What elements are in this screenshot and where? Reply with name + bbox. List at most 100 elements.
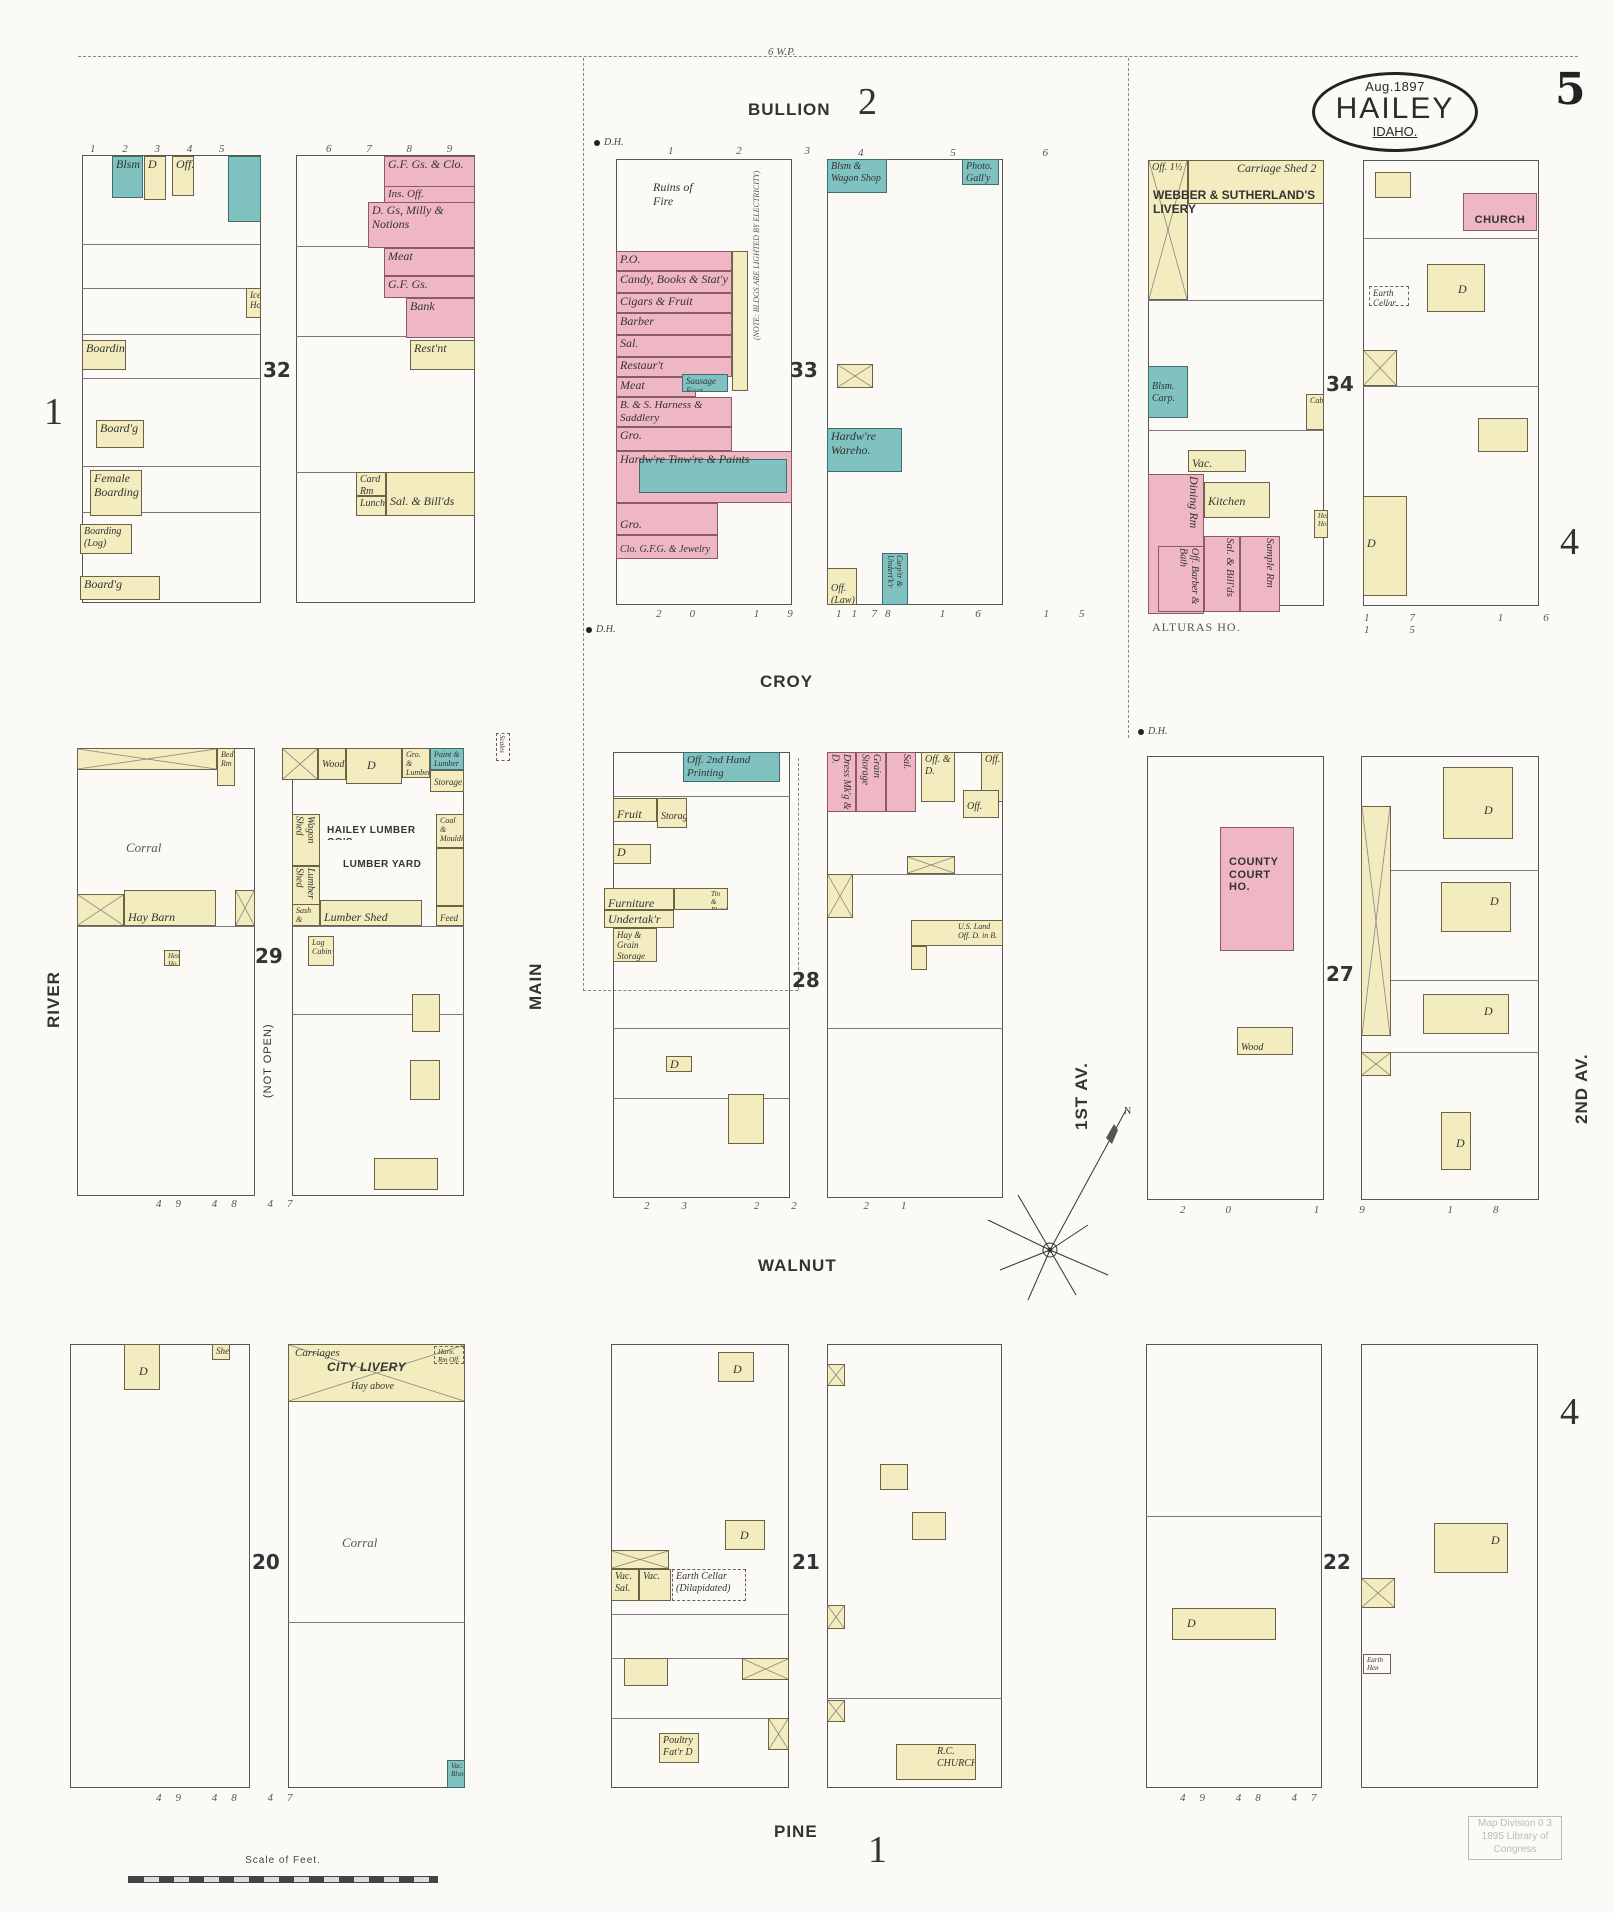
dh-marker-3: D.H. [1138,726,1167,737]
lot-numbers-block20-bottom: 49 48 47 [156,1792,307,1804]
building-insurance-office: Ins. Off. [384,186,475,204]
scale-of-feet: Scale of Feet. [128,1855,438,1883]
building-dwelling-21d [880,1464,908,1490]
sheet-ref-left: 1 [44,391,63,433]
sheet-ref-bottom: 1 [868,1829,887,1871]
building-grain-storage: Grain Storage [856,752,886,812]
lot-numbers-block32-top: 1 2 3 4 5 [90,143,237,155]
building-dwelling-21a: D [718,1352,754,1382]
lot-line [77,926,255,927]
lot-line [1148,300,1324,301]
building-gf-groceries: G.F. Gs. [384,276,475,298]
lot-numbers-block29-bottom: 49 48 47 [156,1198,307,1210]
building-dwelling-27a: D [1443,767,1513,839]
building-shed-20: Shed [212,1344,230,1360]
building-dwelling-lot4 [1375,172,1411,198]
lot-numbers-block33-top: 1 2 3 [668,145,840,157]
building-hay-barn: Hay Barn [124,890,216,926]
building-blacksmith: Blsm [112,156,143,198]
lot-numbers-block33-bottom: 20 19 18 [656,608,919,620]
fire-limit-line-1st-av [1128,58,1129,738]
court-house-label: COUNTY COURT HO. [1229,856,1279,894]
building-shed-21e [827,1605,845,1629]
building-vacant: Vac. [639,1569,671,1601]
block-32-east [296,155,475,603]
building-shed-27 [1361,1052,1391,1076]
building-office-2: Off. [963,790,999,818]
block-20-east [288,1344,465,1788]
block-22-east [1361,1344,1538,1788]
scales: Scales [496,733,510,761]
earth-hen-house: Earth Hen Ho. [1363,1654,1391,1674]
state-name: IDAHO. [1372,124,1418,139]
building-hen-house: Hen Ho. [1314,510,1328,538]
fire-limit-line-main [583,58,584,991]
building-sample-room: Sample Rm [1240,536,1280,612]
lot-line [613,796,790,797]
building-dwelling-lot5: D [346,748,402,784]
block-33-east [827,159,1003,605]
lot-line [292,1014,464,1015]
building-shed-lot68 [235,890,255,926]
building-saloon: Sal. [616,335,732,357]
lot-numbers-block22-bottom: 49 48 47 [1180,1792,1331,1804]
building-vacant: Vac. [1188,450,1246,472]
building-candy-books: Candy, Books & Stat'y [616,271,732,293]
building-bed-room: Bed Rm [217,748,235,786]
lot-numbers-block27-bottom: 20 19 18 [1180,1204,1539,1216]
title-cartouche: Aug.1897 HAILEY IDAHO. [1312,72,1478,152]
building-female-boarding: Female Boarding [90,470,142,516]
building-dwelling-27b: D [1441,882,1511,932]
corral-label: Corral [126,840,162,855]
building-paint-lumber-off: Paint & Lumber Off. [430,748,464,770]
building-dwelling-28: D [613,844,651,864]
building-bank: Bank [406,298,475,338]
building-tin-plumb-shop: Tin & Plumb'r Shop [674,888,728,910]
building-cabin: Cabin [1306,394,1324,430]
building-hardware-warehouse: Hardw're Wareho. [827,428,902,472]
building-sash-doors: Sash & Doors [292,904,320,926]
building-shed-21c [768,1718,789,1750]
building-hand-printing [228,156,261,222]
block-number-29: 29 [255,944,283,968]
lot-line [611,1718,789,1719]
building-grocery: Gro. [616,427,732,451]
lot-line [1361,1052,1539,1053]
building-saloon-billiards: Sal. & Bill'ds [1204,536,1240,612]
building-hen-house: Hen Ho. [164,950,180,966]
building-rc-church: R.C. CHURCH [896,1744,976,1780]
harness-room-office: Harn. Rm Off. [434,1346,464,1364]
building-hardware-inner [639,459,787,493]
building-storage-28: Storage [657,798,687,828]
lot-line [827,1698,1002,1699]
building-card-room: Card Rm [356,472,386,496]
building-second-hand-printing: Off. 2nd Hand Printing [683,752,780,782]
street-bullion: BULLION [748,100,831,119]
carriages-label: Carriages [295,1347,340,1359]
building-dwelling-lot11 [1478,418,1528,452]
building-dwelling-lot14: D [1363,496,1407,596]
compass-rose-icon: N [987,1106,1131,1300]
building-dress-making: Dress Mk'g & D. [827,752,856,812]
building-hay-grain-storage: Hay & Grain Storage [613,928,657,962]
fire-limit-line-right [798,758,799,990]
building-dwelling-28c: D [666,1056,692,1072]
building-city-livery: Carriages CITY LIVERY Hay above [288,1344,465,1402]
lot-line [82,288,261,289]
building-saloon-billiards: Sal. & Bill'ds [386,472,475,516]
block-21-east [827,1344,1002,1788]
hay-above-label: Hay above [351,1381,395,1392]
building-church: CHURCH [1463,193,1537,231]
street-pine: PINE [774,1822,818,1841]
building-restaurant: Rest'nt [410,340,475,370]
lot-line [613,1098,790,1099]
building-fruit: Fruit [613,798,657,822]
building-shed-28 [907,856,955,874]
building-county-court-house: COUNTY COURT HO. [1220,827,1294,951]
building-ice-house: Ice Ho. [246,288,261,318]
building-feed: Feed [436,906,464,926]
map-date: Aug.1897 [1365,79,1425,94]
block-32-west [82,155,261,603]
block-20-west [70,1344,250,1788]
sheet-number: 5 [1555,64,1586,115]
